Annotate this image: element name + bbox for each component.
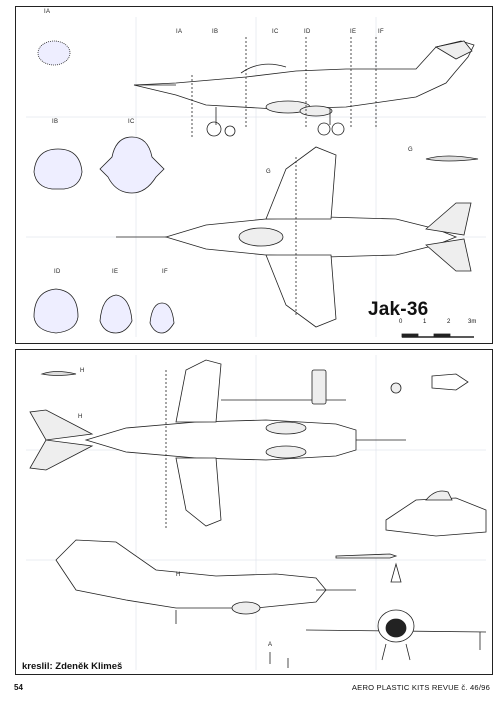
side-view-aircraft	[133, 37, 475, 137]
section-id-outline	[33, 288, 79, 334]
section-if-outline	[149, 302, 175, 334]
section-ib-outline	[33, 148, 83, 190]
detail-nozzle	[431, 373, 469, 391]
section-ia-outline	[37, 40, 71, 66]
front-view-aircraft	[305, 562, 487, 661]
label-id-section: ID	[54, 269, 61, 275]
scale-tick-2: 2	[447, 319, 451, 325]
label-ie: IE	[350, 29, 357, 35]
label-ic: IC	[272, 29, 279, 35]
label-ib-section: IB	[52, 119, 59, 125]
background-grid	[26, 17, 486, 337]
label-h-bottom: H	[80, 368, 85, 374]
detail-cockpit	[385, 497, 487, 537]
label-g-wing: G	[266, 169, 271, 175]
label-g-top: G	[408, 147, 413, 153]
top-drawing-panel: IA IA IB IC ID IE IF IB IC ID IE IF G G …	[15, 6, 493, 344]
detail-missile	[335, 553, 398, 559]
wing-profile-g	[425, 155, 479, 162]
aircraft-title: Jak-36	[368, 299, 429, 320]
scale-tick-3: 3m	[468, 319, 477, 325]
label-id: ID	[304, 29, 311, 35]
source-citation: AERO PLASTIC KITS REVUE č. 46/96	[351, 683, 490, 692]
label-h-plan: H	[78, 414, 83, 420]
scale-bar	[401, 333, 474, 338]
underside-view-aircraft	[29, 359, 406, 530]
page-number: 54	[14, 683, 23, 692]
bottom-blueprint-svg	[26, 355, 487, 670]
bottom-drawing-panel: H H H A	[15, 349, 493, 675]
section-ie-outline	[99, 294, 133, 334]
plan-view-aircraft	[116, 146, 472, 328]
credit-text: kreslil: Zdeněk Klimeš	[22, 661, 123, 672]
scale-tick-1: 1	[423, 319, 427, 325]
label-ib: IB	[212, 29, 219, 35]
label-ia-small: IA	[44, 9, 51, 15]
wing-profile-h	[40, 371, 77, 376]
detail-circle	[390, 382, 402, 394]
label-if-section: IF	[162, 269, 168, 275]
detail-panel-square	[311, 369, 327, 405]
scale-tick-0: 0	[399, 319, 403, 325]
label-ia: IA	[176, 29, 183, 35]
label-ie-section: IE	[112, 269, 119, 275]
side-view-aircraft-2	[55, 539, 356, 624]
label-ic-section: IC	[128, 119, 135, 125]
section-ic-outline	[99, 136, 165, 194]
label-if: IF	[378, 29, 384, 35]
label-a-bottom: A	[268, 642, 273, 648]
label-h-side: H	[176, 572, 181, 578]
top-blueprint-svg	[26, 17, 486, 338]
